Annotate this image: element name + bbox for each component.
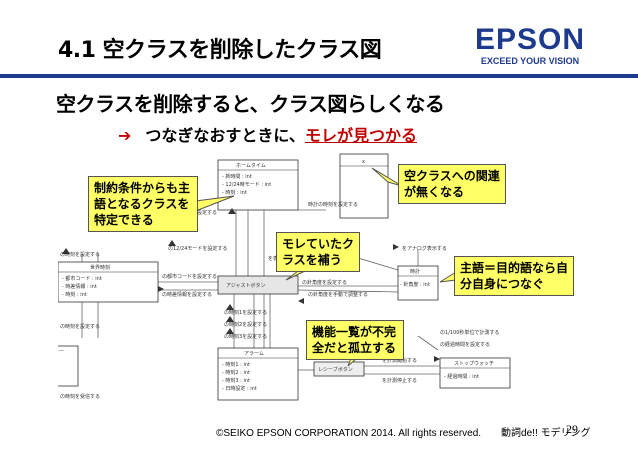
arrow-point: ➔ つなぎなおすときに、モレが見つかる [118,122,417,146]
message-label: の時刻3を設定する [224,333,267,340]
class-name: レシーブボタン [318,366,353,373]
class-attr: - 都市コード : int [62,275,102,282]
class-attr: - 時刻 : int [222,189,247,196]
callout-self-association: 主語＝目的語なら自分自身につなぐ [454,256,574,296]
direction-markers [62,208,440,362]
callout-missing-class: モレていたクラスを補う [276,232,360,272]
diagram-labels: ホームタイム - 新時間 : int - 12/24時モード : int - 時… [54,159,499,400]
class-name: 世界時刻 [90,264,110,271]
class-name: 時計 [410,268,420,275]
message-label: の針角度を手動で調整する [308,291,368,298]
message-label: の時刻1を設定する [224,309,267,316]
arrow-point-highlight: モレが見つかる [304,126,417,145]
logo-wordmark: EPSON [474,23,586,56]
class-attr: - 時刻3 : int [222,377,250,384]
page-number: 29 [566,422,578,436]
epson-logo: EPSON EXCEED YOUR VISION [470,23,590,67]
message-label: の都市コードを設定する [162,273,217,280]
class-attr: - 日時設定 : int [222,385,257,392]
message-label: の時刻を設定する [60,251,100,258]
class-diagram: ホームタイム - 新時間 : int - 12/24時モード : int - 時… [37,150,578,420]
title-divider [0,74,638,78]
class-name: ホームタイム [236,162,266,169]
class-attr: - 針角度 : int [400,281,430,288]
class-name: アジャストボタン [226,282,266,289]
class-attr: - 新時間 : int [222,173,252,180]
class-name: ラー [58,349,64,355]
class-attr: - 経過時間 : int [444,373,479,380]
class-attr: - 12/24時モード : int [222,182,271,188]
arrow-point-text: つなぎなおすときに、 [145,126,305,145]
copyright-footer: ©SEIKO EPSON CORPORATION 2014. All right… [216,428,591,439]
callout-constraint: 制約条件からも主語となるクラスを特定できる [88,176,198,232]
class-attr: - 時差情報 : int [62,283,97,290]
slide-title: 4.1 空クラスを削除したクラス図 [58,38,382,63]
message-label: の時刻2を設定する [224,321,267,328]
callout-empty-class: 空クラスへの関連が無くなる [398,164,506,204]
class-name: ストップウォッチ [454,360,494,367]
message-label: を計測停止する [382,377,417,384]
callout-isolated: 機能一覧が不完全だと孤立する [306,320,404,360]
message-label: の時刻を受信する [60,393,100,400]
class-compartment-lines [58,165,510,369]
message-label: の経過時間を設定する [440,341,490,348]
message-label: の1/100秒単位で計測する [440,329,499,336]
message-label: の時差情報を設定する [162,291,212,298]
class-name: x [362,159,365,165]
slide-subtitle: 空クラスを削除すると、クラス図らしくなる [56,92,445,116]
class-name: アラーム [244,351,264,357]
class-diagram-canvas: ホームタイム - 新時間 : int - 12/24時モード : int - 時… [37,153,511,401]
message-label: を計測開始する [382,357,417,364]
message-label: の時刻を設定する [60,323,100,330]
message-label: 時計の時刻を設定する [308,201,358,208]
arrow-right-icon: ➔ [118,126,132,145]
class-attr: - 時刻1 : int [222,361,250,368]
message-label: の12/24モードを設定する [168,245,227,252]
message-label: の針角度を設定する [302,279,347,286]
class-attr: - 時刻 : int [62,291,87,298]
class-boxes [37,153,511,401]
class-attr: - 時刻2 : int [222,369,250,376]
logo-tagline: EXCEED YOUR VISION [480,56,580,66]
message-label: をアナログ表示する [402,245,447,252]
